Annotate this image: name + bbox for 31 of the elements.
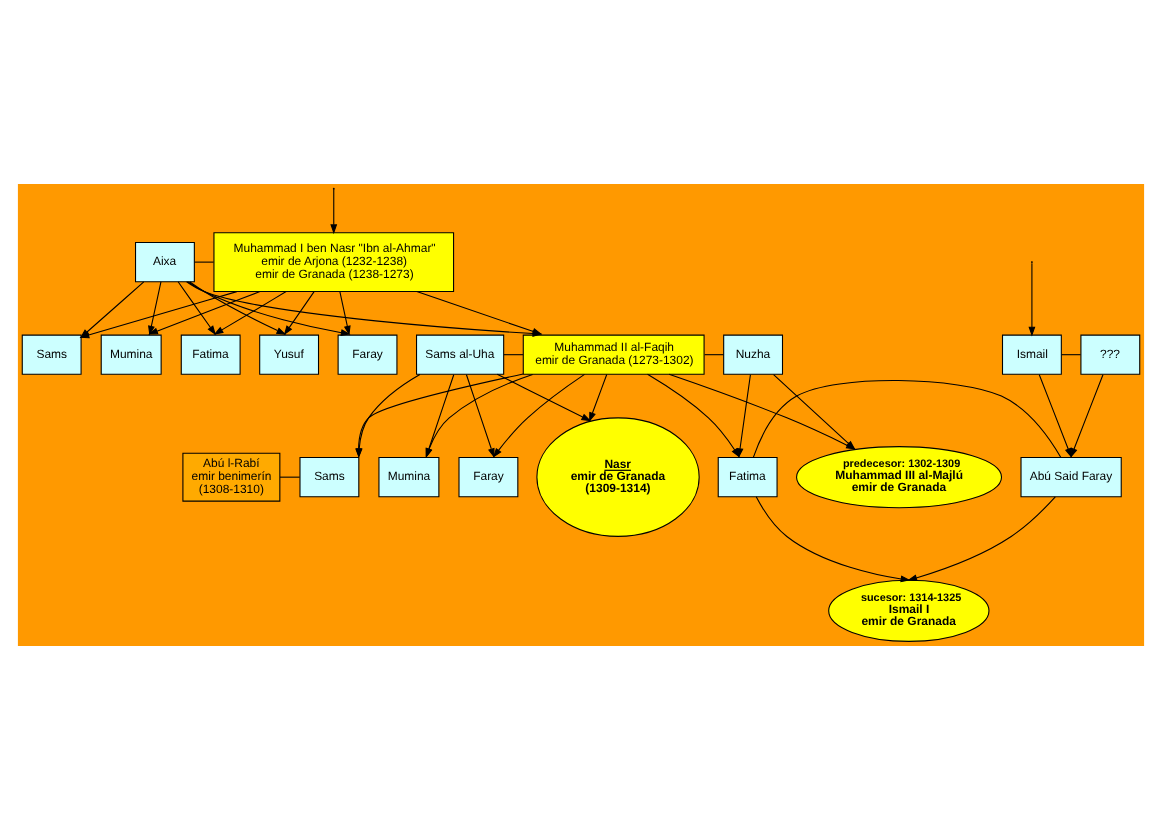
arrow bbox=[907, 496, 1056, 582]
arrow bbox=[736, 374, 751, 459]
arrow bbox=[148, 291, 261, 335]
connector bbox=[752, 380, 1062, 458]
connector bbox=[279, 476, 301, 478]
arrow bbox=[213, 291, 287, 335]
arrow bbox=[177, 281, 216, 336]
arrow bbox=[1028, 262, 1036, 337]
arrow bbox=[755, 496, 911, 583]
arrow bbox=[1070, 374, 1104, 458]
arrow bbox=[425, 373, 534, 458]
arrow bbox=[283, 291, 315, 336]
arrow bbox=[496, 373, 592, 422]
connector bbox=[704, 354, 725, 356]
arrow bbox=[355, 374, 421, 459]
arrow bbox=[355, 373, 524, 459]
arrow bbox=[189, 281, 287, 335]
connector bbox=[194, 261, 215, 263]
arrow bbox=[187, 281, 351, 337]
arrow bbox=[339, 291, 351, 336]
arrow bbox=[492, 373, 586, 458]
connector bbox=[1061, 354, 1082, 356]
arrow bbox=[148, 281, 162, 336]
arrow bbox=[589, 373, 608, 423]
arrow bbox=[330, 188, 338, 235]
arrow bbox=[425, 374, 455, 459]
arrow bbox=[465, 374, 495, 458]
connector bbox=[503, 354, 524, 356]
arrow bbox=[79, 281, 145, 339]
arrow bbox=[79, 291, 238, 339]
arrow bbox=[1038, 374, 1072, 458]
